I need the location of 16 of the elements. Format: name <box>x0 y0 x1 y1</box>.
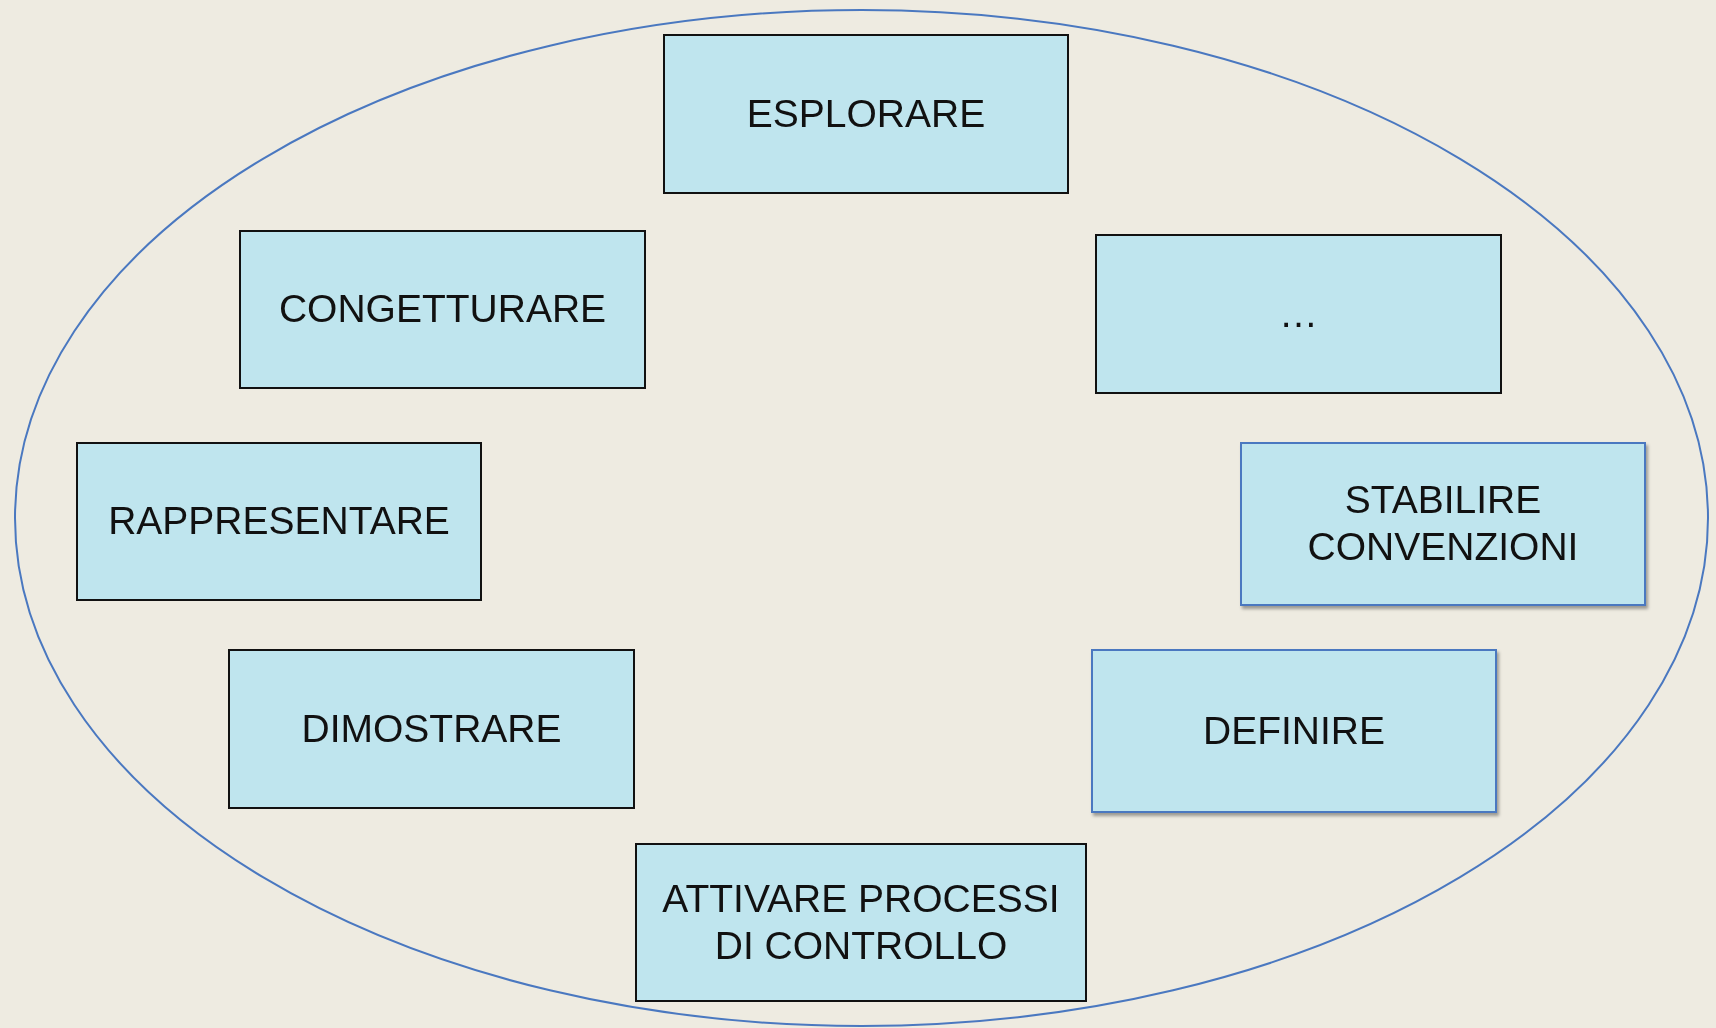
process-box <box>1091 649 1497 813</box>
process-box <box>239 230 646 389</box>
process-box <box>663 34 1069 194</box>
box-label: RAPPRESENTARE <box>108 498 450 545</box>
box-label: STABILIRE CONVENZIONI <box>1306 477 1580 570</box>
process-box <box>76 442 482 601</box>
process-box <box>1095 234 1502 394</box>
box-label: CONGETTURARE <box>278 286 607 333</box>
box-label: DEFINIRE <box>1203 707 1385 754</box>
process-box <box>1240 442 1646 606</box>
box-label: DIMOSTRARE <box>301 705 562 752</box>
box-label: … <box>1279 290 1318 337</box>
box-label: ESPLORARE <box>746 90 986 137</box>
process-box <box>635 843 1087 1002</box>
box-label: ATTIVARE PROCESSI DI CONTROLLO <box>661 875 1061 969</box>
process-box <box>228 649 635 809</box>
